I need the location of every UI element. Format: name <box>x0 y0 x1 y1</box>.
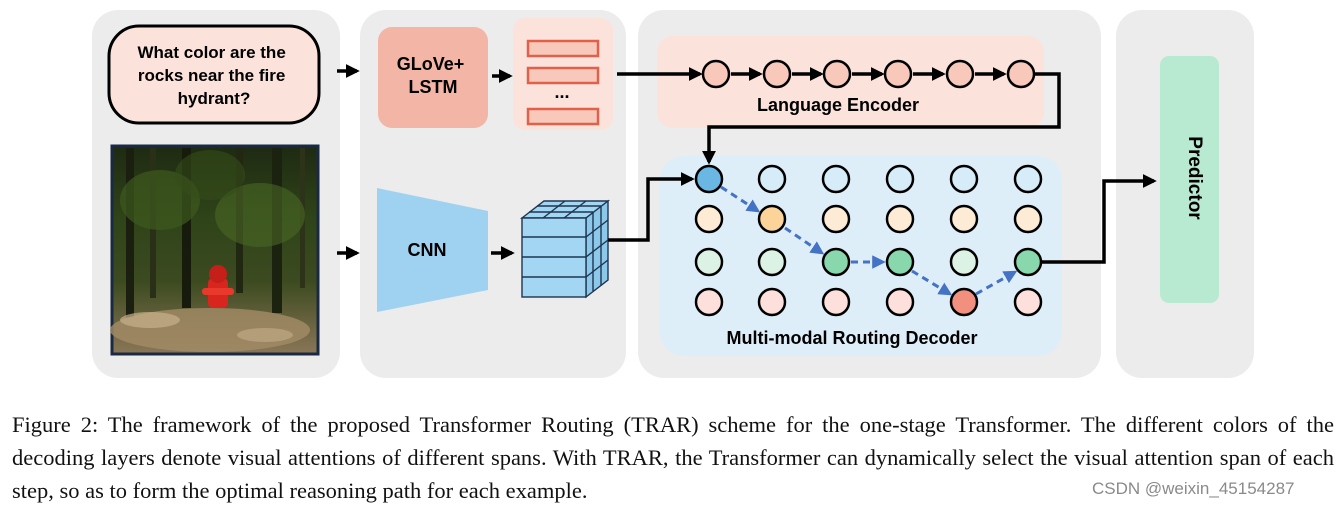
svg-text:What color are the rocks n: What color are the rocks near the fire h… <box>137 43 290 108</box>
svg-text:GLoVe+ LSTM: GLoVe+ LSTM <box>397 54 470 97</box>
decoder-node <box>949 164 979 194</box>
feature-cube <box>519 199 611 299</box>
decoder-node <box>949 287 979 317</box>
language-encoder-label: Language Encoder <box>757 95 919 115</box>
cnn-trapezoid <box>377 188 488 312</box>
glove-label: GLoVe+ <box>397 54 465 74</box>
decoder-node <box>694 287 724 317</box>
cnn-label: CNN <box>408 240 447 260</box>
decoder-node <box>1013 247 1043 277</box>
decoder-node <box>821 287 851 317</box>
decoder-node <box>694 164 724 194</box>
decoder-node <box>885 164 915 194</box>
encoder-node <box>1006 59 1036 89</box>
decoder-node <box>885 247 915 277</box>
input-image <box>110 144 320 356</box>
decoder-node <box>757 164 787 194</box>
encoder-node <box>822 59 852 89</box>
encoder-node <box>701 59 731 89</box>
decoder-node <box>694 247 724 277</box>
question-line-3: hydrant? <box>178 89 251 108</box>
token-bar <box>526 66 600 85</box>
decoder-grid <box>694 164 1043 317</box>
language-encoder <box>657 36 1044 128</box>
token-bar <box>526 107 600 126</box>
framework-diagram: What color are the rocks near the fire h… <box>92 10 1254 378</box>
decoder-node <box>885 287 915 317</box>
decoder-node <box>1013 287 1043 317</box>
figure-caption: Figure 2: The framework of the proposed … <box>12 412 1334 503</box>
question-bubble <box>107 24 321 125</box>
encoder-nodes <box>701 59 1036 89</box>
predictor-label: Predictor <box>1184 136 1205 220</box>
decoder-node <box>694 204 724 234</box>
predictor-box <box>1160 56 1219 303</box>
decoder-node <box>757 204 787 234</box>
routing-decoder-label: Multi-modal Routing Decoder <box>727 328 978 348</box>
question-line-2: rocks near the fire <box>138 66 285 85</box>
glove-lstm-box <box>378 27 488 128</box>
routing-path <box>720 185 1018 296</box>
decoder-node <box>757 247 787 277</box>
decoder-node <box>1013 204 1043 234</box>
encoder-node <box>883 59 913 89</box>
token-ellipsis: ... <box>554 82 569 102</box>
decoder-node <box>1013 164 1043 194</box>
encoder-node <box>945 59 975 89</box>
lstm-label: LSTM <box>409 77 458 97</box>
decoder-node <box>757 287 787 317</box>
encoder-node <box>762 59 792 89</box>
decoder-node <box>821 164 851 194</box>
decoder-node <box>949 247 979 277</box>
decoder-node <box>949 204 979 234</box>
token-bar <box>526 39 600 58</box>
watermark: CSDN @weixin_45154287 <box>1092 479 1295 498</box>
question-line-1: What color are the <box>137 43 285 62</box>
flow-arrows <box>337 64 1157 264</box>
decoder-node <box>821 247 851 277</box>
decoder-node <box>821 204 851 234</box>
decoder-node <box>885 204 915 234</box>
